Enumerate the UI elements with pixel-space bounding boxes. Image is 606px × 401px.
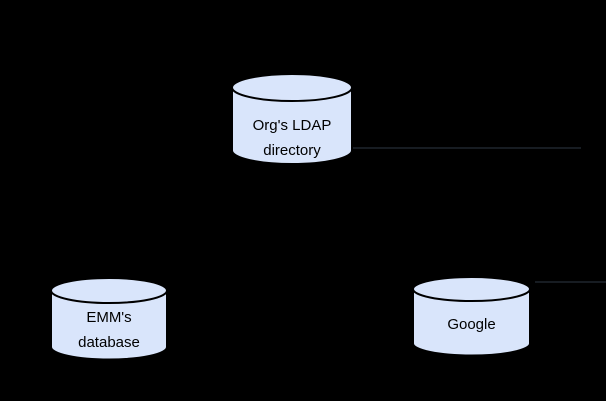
node-emm-database: EMM's database xyxy=(50,277,168,361)
node-org-ldap-directory: Org's LDAP directory xyxy=(231,73,353,165)
node-label-line: directory xyxy=(263,142,321,159)
faint-connector-line xyxy=(535,281,606,283)
node-label-line: Org's LDAP xyxy=(252,117,332,134)
faint-connector-line xyxy=(353,147,581,149)
node-label-line: EMM's xyxy=(86,309,132,326)
node-google: Google xyxy=(412,276,531,357)
node-label-line: database xyxy=(78,334,140,351)
node-label: Google xyxy=(412,312,531,337)
database-cylinder-icon xyxy=(50,277,168,361)
node-label: EMM's database xyxy=(50,305,168,355)
database-cylinder-icon xyxy=(412,276,531,357)
node-label: Org's LDAP directory xyxy=(231,113,353,163)
node-label-line: Google xyxy=(447,316,496,333)
database-cylinder-icon xyxy=(231,73,353,165)
